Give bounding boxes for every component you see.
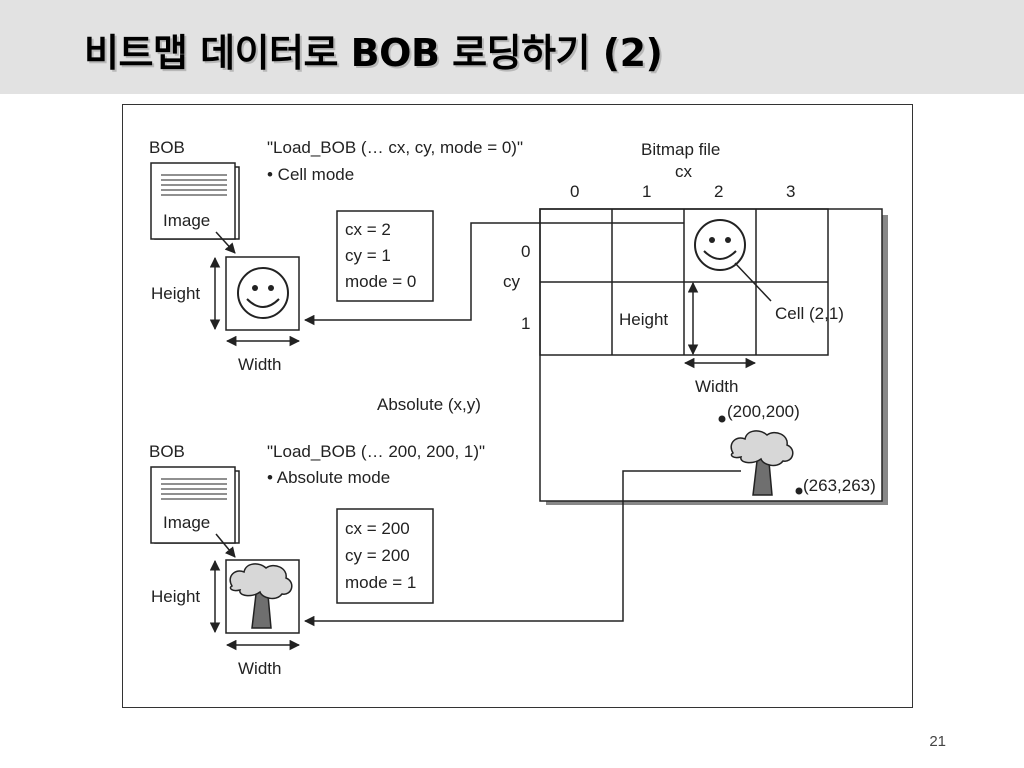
bitmap-cx-label: cx <box>675 162 693 181</box>
abs-param-box <box>336 508 434 604</box>
point-a-label: (200,200) <box>727 402 800 421</box>
abs-image-label: Image <box>163 513 210 532</box>
abs-param-cy: cy = 200 <box>345 546 410 565</box>
bitmap-col-3: 3 <box>786 182 795 201</box>
cell-width-label: Width <box>238 355 281 374</box>
bitmap-row-0: 0 <box>521 242 530 261</box>
slide-title: 비트맵 데이터로 BOB 로딩하기 (2) <box>84 31 663 75</box>
cell-callout-line <box>734 262 772 302</box>
bitmap-title: Bitmap file <box>641 140 720 159</box>
absolute-mode-connector <box>303 470 741 627</box>
figure-frame: BOB "Load_BOB (… cx, cy, mode = 0)" • Ce… <box>122 104 913 708</box>
abs-image-arrow <box>215 533 236 558</box>
bitmap-col-2: 2 <box>714 182 723 201</box>
cell-height-label: Height <box>151 284 200 303</box>
point-a-dot <box>718 415 726 423</box>
abs-height-label: Height <box>151 587 200 606</box>
cell-param-mode: mode = 0 <box>345 272 416 291</box>
title-bar: 비트맵 데이터로 BOB 로딩하기 (2) <box>0 0 1024 94</box>
cell-mode-connector <box>303 222 684 326</box>
bitmap-cy-label: cy <box>503 272 521 291</box>
page-number: 21 <box>929 733 946 750</box>
cell-param-cx: cx = 2 <box>345 220 391 239</box>
bob-loading-diagram: BOB "Load_BOB (… cx, cy, mode = 0)" • Ce… <box>149 138 888 678</box>
cell-callout-label: Cell (2,1) <box>775 304 844 323</box>
bitmap-row-1: 1 <box>521 314 530 333</box>
bitmap-cell-height-label: Height <box>619 310 668 329</box>
cell-mode-example: BOB "Load_BOB (… cx, cy, mode = 0)" • Ce… <box>149 138 523 374</box>
bitmap-smiley-icon <box>694 219 746 271</box>
absolute-mode-example: BOB "Load_BOB (… 200, 200, 1)" • Absolut… <box>149 442 485 678</box>
absolute-xy-label: Absolute (x,y) <box>377 395 481 414</box>
abs-call-text: "Load_BOB (… 200, 200, 1)" <box>267 442 485 461</box>
cell-mode-text: • Cell mode <box>267 165 354 184</box>
smiley-icon <box>237 267 289 319</box>
abs-bob-label: BOB <box>149 442 185 461</box>
bitmap-grid <box>539 208 829 356</box>
cell-document-icon <box>150 162 240 240</box>
bitmap-file: Bitmap file cx 0 1 2 3 0 cy 1 Heigh <box>377 140 888 505</box>
point-b-dot <box>795 487 803 495</box>
cell-param-cy: cy = 1 <box>345 246 391 265</box>
abs-mode-text: • Absolute mode <box>267 468 390 487</box>
bitmap-cell-width-label: Width <box>695 377 738 396</box>
cell-bob-label: BOB <box>149 138 185 157</box>
cell-call-text: "Load_BOB (… cx, cy, mode = 0)" <box>267 138 523 157</box>
abs-width-label: Width <box>238 659 281 678</box>
abs-param-mode: mode = 1 <box>345 573 416 592</box>
abs-document-icon <box>150 466 240 544</box>
cell-image-arrow <box>215 231 236 254</box>
cell-image-label: Image <box>163 211 210 230</box>
cell-param-box <box>336 210 434 302</box>
abs-param-cx: cx = 200 <box>345 519 410 538</box>
bitmap-col-0: 0 <box>570 182 579 201</box>
bitmap-col-1: 1 <box>642 182 651 201</box>
point-b-label: (263,263) <box>803 476 876 495</box>
